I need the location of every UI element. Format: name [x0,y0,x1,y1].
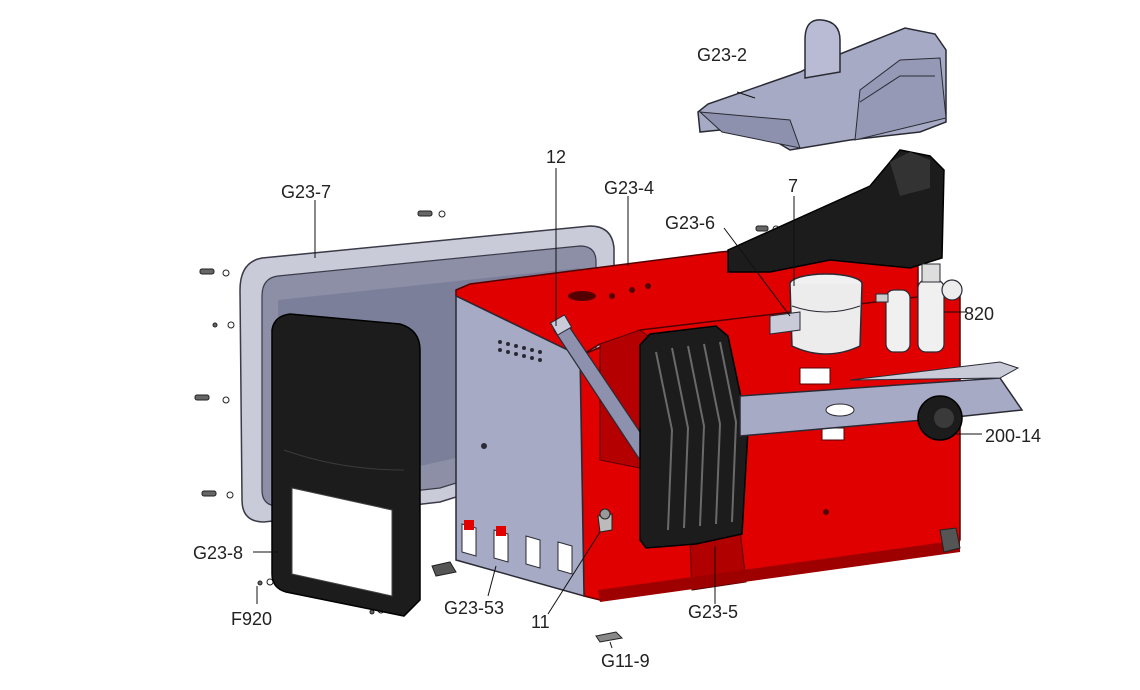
pedal-part [639,325,749,549]
small-plate-part [769,311,801,335]
arm-bar-part [739,361,1024,437]
clip-part [595,631,624,643]
label-g11-9: G11-9 [601,651,650,671]
leader-lines [253,91,982,649]
label-g23-4: G23-4 [604,178,654,198]
label-g23-7: G23-7 [281,182,331,202]
bracket-part [727,149,945,273]
label-7: 7 [788,176,798,196]
rubber-gasket-part [271,313,421,617]
label-200-14: 200-14 [985,426,1041,446]
label-12: 12 [546,147,566,167]
label-g23-8: G23-8 [193,543,243,563]
side-panel-part [455,294,585,597]
label-g23-6: G23-6 [665,213,715,233]
part-labels: G23-2 G23-7 12 G23-4 7 G23-6 820 200-14 … [193,45,1041,671]
label-820: 820 [964,304,994,324]
cup-part [789,273,863,355]
frame-screws [194,210,780,615]
label-g23-5: G23-5 [688,602,738,622]
label-g23-2: G23-2 [697,45,747,65]
label-11: 11 [531,612,550,632]
top-cover-part [697,19,947,151]
wheel-part [917,395,963,441]
label-f920: F920 [231,609,272,629]
label-g23-53: G23-53 [444,598,504,618]
fitting-part [597,508,613,533]
filter-regulator-part [875,263,963,353]
